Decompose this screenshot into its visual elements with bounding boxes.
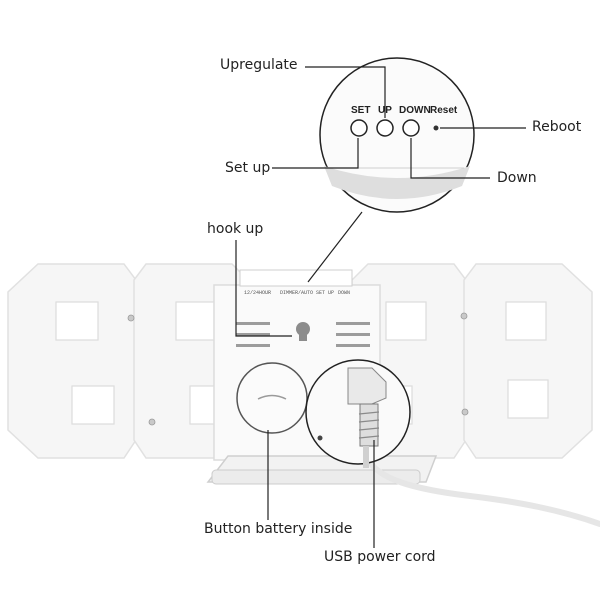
up-button-label: UP: [378, 105, 392, 116]
panel-text-5: DOWN: [338, 290, 351, 296]
set-button: [350, 119, 368, 137]
panel-text-4: UP: [328, 290, 335, 296]
down-label: Down: [497, 170, 537, 186]
up-button: [376, 119, 394, 137]
reboot-label: Reboot: [532, 119, 582, 135]
usb-cable: [363, 449, 600, 527]
reset-button-label: Reset: [430, 105, 458, 116]
set-up-label: Set up: [225, 160, 271, 176]
buttons-inset: [319, 57, 475, 213]
panel-text-2: DIMMER/AUTO: [280, 290, 314, 296]
down-button: [402, 119, 420, 137]
upregulate-label: Upregulate: [220, 57, 298, 73]
reset-hole: [433, 125, 439, 131]
panel-text-1: 12/24HOUR: [244, 290, 272, 296]
digit-frame-1: [7, 263, 137, 459]
mount-screws: [127, 312, 469, 426]
down-button-label: DOWN: [399, 105, 431, 116]
battery-lid: [236, 362, 308, 434]
hang-hole: [296, 322, 310, 336]
digit-frame-4: [463, 263, 593, 459]
callout-lines: [235, 66, 526, 548]
stand: [206, 455, 438, 485]
panel-text-3: SET: [316, 290, 326, 296]
set-button-label: SET: [351, 105, 371, 116]
inset-leader: [307, 211, 363, 283]
usb-inset: [305, 359, 411, 468]
battery-label: Button battery inside: [204, 521, 353, 537]
hook-up-label: hook up: [207, 221, 264, 237]
usb-cord-label: USB power cord: [324, 549, 436, 565]
